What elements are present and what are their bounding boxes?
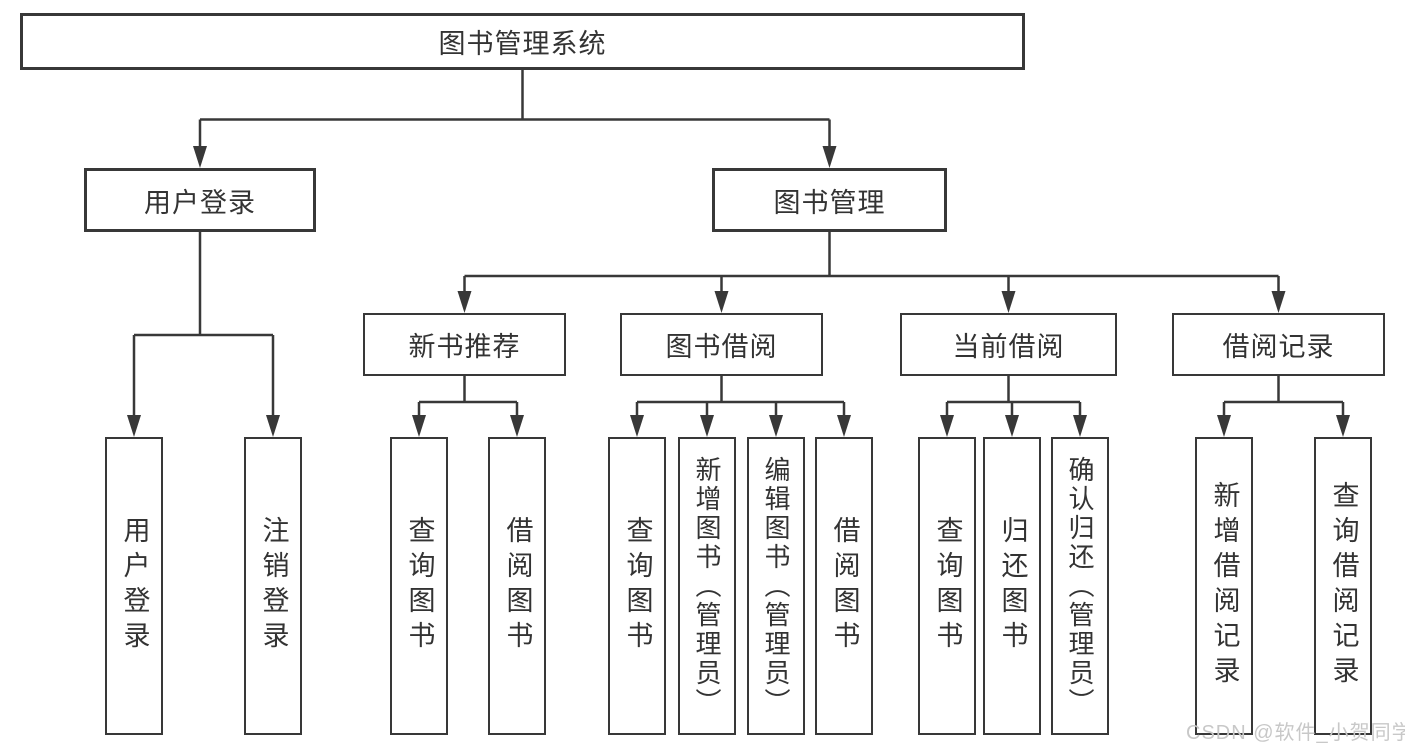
leaf-user-login: 用户登录 <box>105 437 163 735</box>
node-label: 借阅记录 <box>1222 332 1335 362</box>
leaf-label: 查询图书 <box>932 516 963 656</box>
leaf-label: 注销登录 <box>258 516 289 656</box>
node-label: 图书管理系统 <box>438 29 607 59</box>
leaf-label: 查询图书 <box>404 516 435 656</box>
leaf-label: 查询图书 <box>622 516 653 656</box>
leaf-label: 新增借阅记录 <box>1209 481 1240 691</box>
node-new-book-recommendation: 新书推荐 <box>363 313 566 376</box>
leaf-query-books: 查询图书 <box>608 437 666 735</box>
node-current-borrowing: 当前借阅 <box>900 313 1117 376</box>
leaf-label: 查询借阅记录 <box>1328 481 1359 691</box>
node-borrowing-records: 借阅记录 <box>1172 313 1385 376</box>
leaf-label: 借阅图书 <box>502 516 533 656</box>
leaf-logout: 注销登录 <box>244 437 302 735</box>
leaf-confirm-return-admin: 确认归还（管理员） <box>1051 437 1109 735</box>
leaf-label: 确认归还（管理员） <box>1065 455 1095 717</box>
leaf-add-borrow-record: 新增借阅记录 <box>1195 437 1253 735</box>
node-book-management: 图书管理 <box>712 168 947 232</box>
node-label: 当前借阅 <box>952 332 1065 362</box>
leaf-label: 归还图书 <box>997 516 1028 656</box>
leaf-add-books-admin: 新增图书（管理员） <box>678 437 736 735</box>
node-label: 新书推荐 <box>408 332 521 362</box>
leaf-query-borrow-record: 查询借阅记录 <box>1314 437 1372 735</box>
csdn-watermark: CSDN @软件_小贺同学 <box>1186 722 1405 744</box>
leaf-borrow-books: 借阅图书 <box>815 437 873 735</box>
leaf-label: 编辑图书（管理员） <box>761 455 791 717</box>
node-label: 用户登录 <box>144 187 256 218</box>
leaf-label: 用户登录 <box>119 516 150 656</box>
node-label: 图书借阅 <box>665 332 778 362</box>
leaf-label: 借阅图书 <box>829 516 860 656</box>
leaf-edit-books-admin: 编辑图书（管理员） <box>747 437 805 735</box>
leaf-query-books: 查询图书 <box>390 437 448 735</box>
leaf-return-books: 归还图书 <box>983 437 1041 735</box>
leaf-borrow-books: 借阅图书 <box>488 437 546 735</box>
node-book-borrowing: 图书借阅 <box>620 313 823 376</box>
leaf-query-books: 查询图书 <box>918 437 976 735</box>
leaf-label: 新增图书（管理员） <box>692 455 722 717</box>
node-library-management-system: 图书管理系统 <box>20 13 1025 70</box>
node-user-login: 用户登录 <box>84 168 316 232</box>
node-label: 图书管理 <box>773 187 886 218</box>
